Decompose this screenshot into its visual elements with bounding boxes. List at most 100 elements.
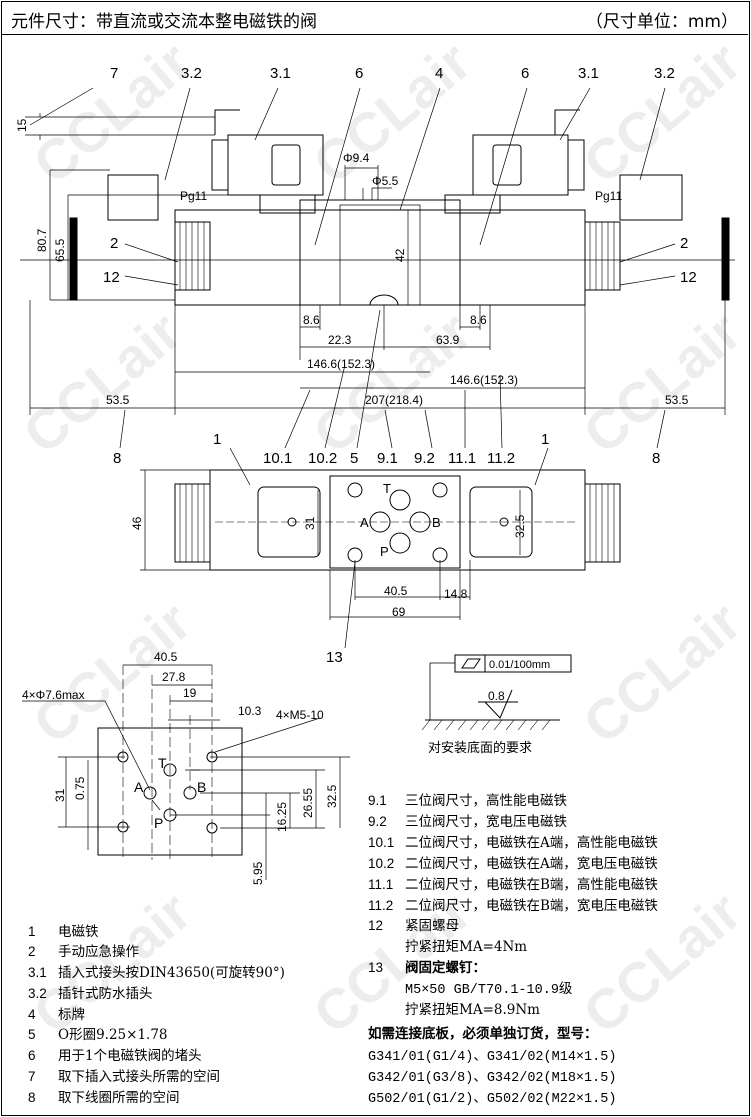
subplate-title: 如需连接底板，必须单独订货，型号： — [368, 1026, 598, 1042]
legend-text: 二位阀尺寸，电磁铁在A端，高性能电磁铁 — [405, 835, 658, 851]
dim-32-5: 32.5 — [513, 514, 527, 538]
end-cap-right — [721, 217, 730, 301]
legend-item: 6 用于1个电磁铁阀的堵头 — [28, 1044, 202, 1064]
top-view: 1 1 13 T A B P 46 31 32.5 40.5 14.8 69 — [130, 431, 621, 666]
dim-53-5: 53.5 — [665, 393, 689, 407]
dim-53-5: 53.5 — [106, 393, 130, 407]
callout-1: 1 — [213, 431, 221, 448]
surface-requirement: 0.01/100mm 0.8 对安装底面的要求 — [421, 654, 572, 755]
callout-13: 13 — [326, 649, 343, 666]
dim-146-6: 146.6(152.3) — [307, 357, 375, 371]
port-B: B — [432, 515, 441, 530]
dim-22-3: 22.3 — [328, 333, 352, 347]
dim-14-8: 14.8 — [444, 587, 468, 601]
legend-item: 5 O形圈9.25×1.78 — [28, 1023, 168, 1043]
holes-large-label: 4×Φ7.6max — [22, 688, 85, 702]
dim-32-5: 32.5 — [325, 784, 339, 808]
callout-5: 5 — [350, 450, 358, 467]
callout-3-2: 3.2 — [181, 65, 202, 82]
dim-63-9: 63.9 — [436, 333, 460, 347]
surface-caption: 对安装底面的要求 — [428, 740, 532, 755]
subplate-model: G341/01(G1/4)、G341/02(M14×1.5) — [368, 1050, 617, 1065]
dim-146-6: 146.6(152.3) — [450, 373, 518, 387]
legend-item: 9.1 三位阀尺寸，高性能电磁铁 — [368, 789, 567, 809]
callout-3-2: 3.2 — [654, 65, 675, 82]
callout-12: 12 — [103, 269, 120, 286]
callout-10-1: 10.1 — [263, 450, 292, 467]
legend-num: 3.1 — [28, 965, 47, 980]
page-title: 元件尺寸：带直流或交流本整电磁铁的阀 — [11, 12, 317, 32]
legend-text: 用于1个电磁铁阀的堵头 — [58, 1048, 202, 1064]
legend-text: 阀固定螺钉： — [405, 960, 486, 976]
legend-text: 三位阀尺寸，高性能电磁铁 — [405, 793, 567, 809]
callout-8: 8 — [113, 450, 121, 467]
dim-26-55: 26.55 — [301, 788, 315, 818]
legend-num: 12 — [368, 918, 384, 933]
callout-10-2: 10.2 — [308, 450, 337, 467]
valve-body-top — [209, 469, 586, 571]
port-A: A — [134, 779, 144, 795]
legend-num: 1 — [28, 924, 36, 939]
legend-text: O形圈9.25×1.78 — [58, 1027, 168, 1043]
dim-42: 42 — [393, 248, 407, 262]
legend-item: 1 电磁铁 — [28, 920, 99, 940]
legend-num: 13 — [368, 960, 384, 975]
dim-27-8: 27.8 — [162, 670, 186, 684]
dim-8-6: 8.6 — [303, 313, 320, 327]
holes-thread-label: 4×M5-10 — [276, 708, 324, 722]
callout-2: 2 — [110, 235, 118, 252]
dim-80-7: 80.7 — [35, 228, 49, 252]
callout-2: 2 — [680, 235, 688, 252]
callout-1: 1 — [541, 431, 549, 448]
callout-12: 12 — [680, 269, 697, 286]
callout-8: 8 — [652, 450, 660, 467]
connector-3-2-right — [619, 174, 683, 221]
dim-8-6: 8.6 — [470, 313, 487, 327]
legend-item: 13 阀固定螺钉： — [368, 956, 486, 976]
port-P: P — [154, 815, 163, 831]
port-B: B — [197, 779, 206, 795]
legend-subtext: 拧紧扭矩MA=8.9Nm — [405, 1002, 540, 1018]
dim-69: 69 — [392, 605, 406, 619]
dim-10-3: 10.3 — [238, 704, 262, 718]
dim-46: 46 — [130, 516, 144, 530]
legend-num: 9.1 — [368, 793, 387, 808]
dim-19: 19 — [183, 686, 197, 700]
callout-6: 6 — [355, 65, 363, 82]
legend-text: 二位阀尺寸，电磁铁在B端，高性能电磁铁 — [405, 877, 658, 893]
port-T: T — [383, 481, 391, 496]
manual-override-right — [584, 221, 621, 291]
mounting-pattern: 40.5 27.8 19 10.3 4×Φ7.6max 4×M5-10 31 0… — [22, 650, 350, 885]
legend-num: 6 — [28, 1048, 36, 1063]
callout-6: 6 — [521, 65, 529, 82]
legend-num: 11.2 — [368, 898, 394, 913]
valve-body — [174, 209, 586, 306]
center-block — [299, 199, 461, 306]
callout-11-2: 11.2 — [487, 450, 515, 467]
subplate-model: G342/01(G3/8)、G342/02(M18×1.5) — [368, 1071, 617, 1086]
legend-text: 插入式接头按DIN43650(可旋转90°) — [58, 965, 285, 981]
flatness-icon — [461, 658, 481, 669]
subplate-model: G502/01(G1/2)、G502/02(M22×1.5) — [368, 1092, 617, 1107]
dim-40-5: 40.5 — [154, 650, 178, 664]
port-T: T — [158, 755, 167, 771]
legend-subtext: M5×50 GB/T70.1-10.9级 — [405, 983, 573, 998]
dim-16-25: 16.25 — [275, 802, 289, 832]
legend-num: 5 — [28, 1027, 36, 1042]
legend-num: 3.2 — [28, 986, 47, 1001]
o-ring — [369, 294, 399, 306]
legend-num: 8 — [28, 1090, 36, 1105]
roughness-icon — [425, 689, 560, 721]
legend-num: 4 — [28, 1007, 36, 1022]
legend-num: 10.1 — [368, 835, 395, 850]
legend-text: 电磁铁 — [58, 924, 99, 940]
